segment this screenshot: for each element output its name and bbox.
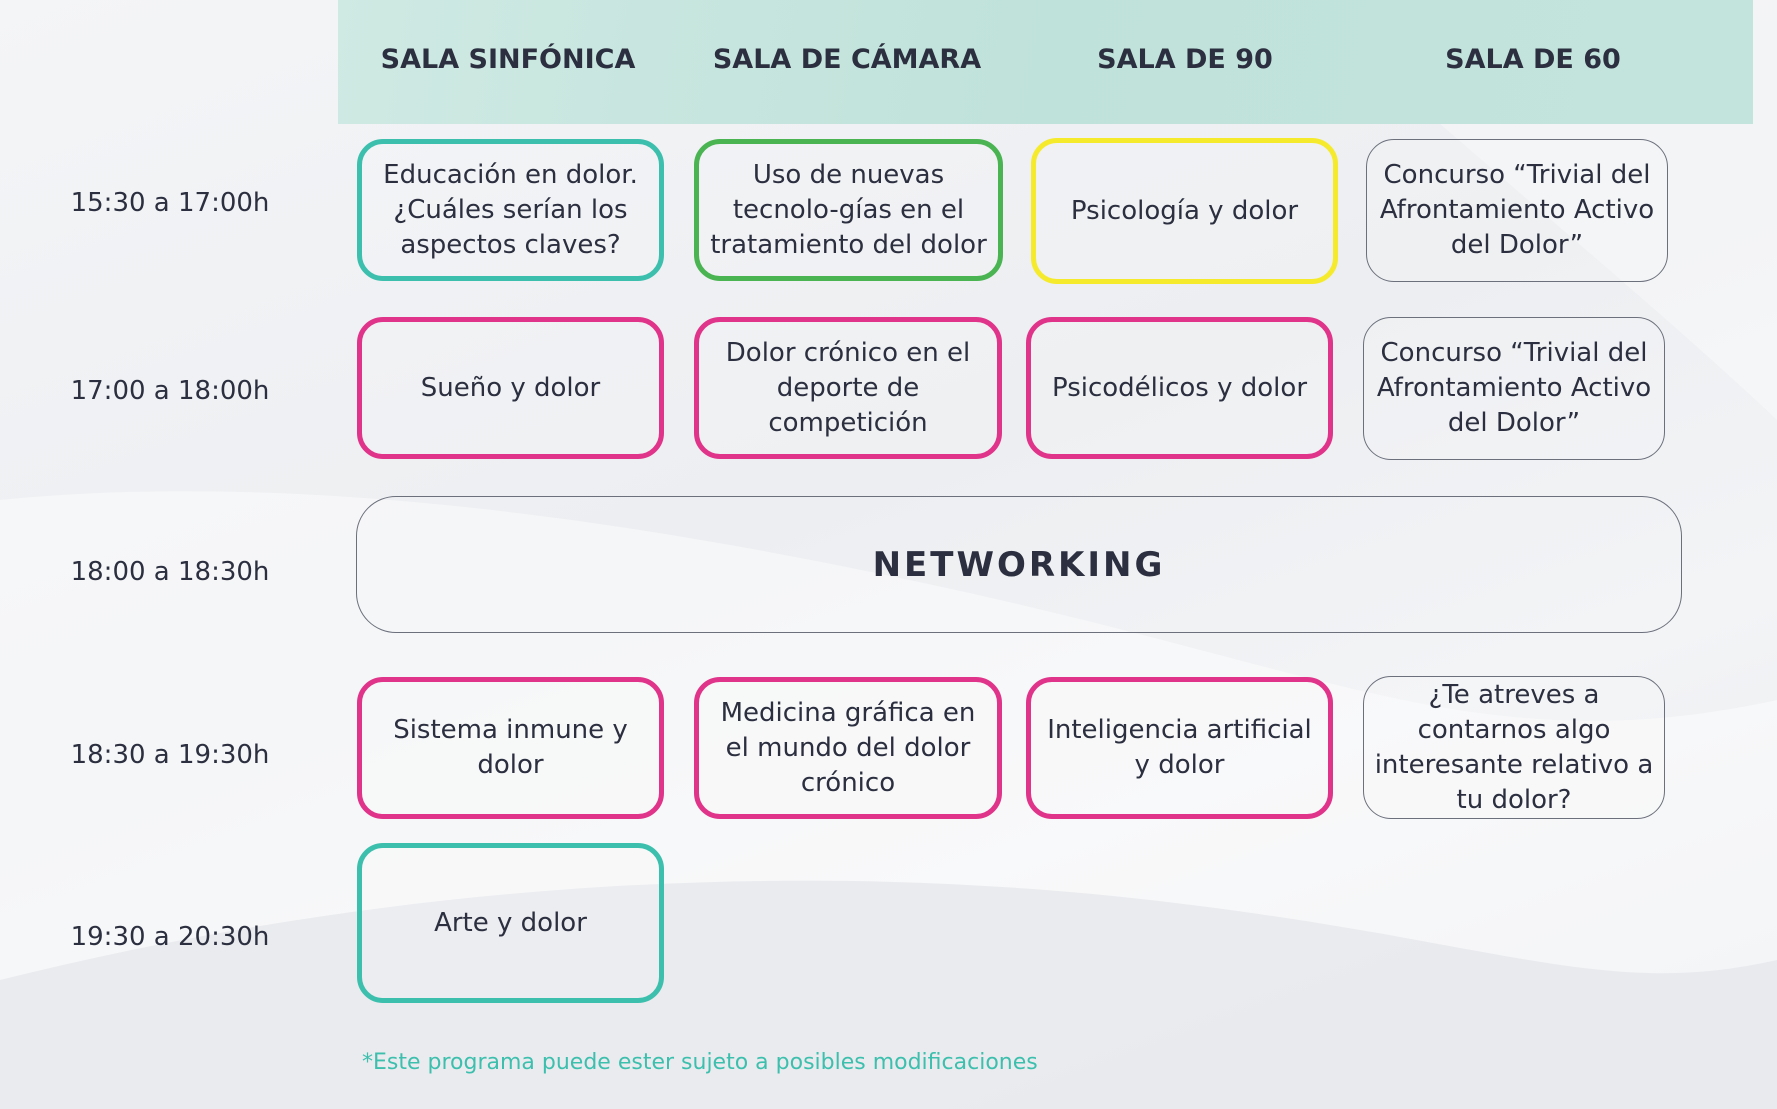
session-box: Dolor crónico en el deporte de competici… <box>694 317 1002 459</box>
session-box: Psicología y dolor <box>1031 138 1338 284</box>
session-box: ¿Te atreves a contarnos algo interesante… <box>1363 676 1665 819</box>
networking-label: NETWORKING <box>872 544 1166 585</box>
time-slot-5: 19:30 a 20:30h <box>70 922 270 952</box>
session-box: Sueño y dolor <box>357 317 664 459</box>
footnote: *Este programa puede ester sujeto a posi… <box>362 1050 1038 1075</box>
session-title: Sistema inmune y dolor <box>393 715 628 780</box>
session-box: Sistema inmune y dolor <box>357 677 664 819</box>
session-title: Sueño y dolor <box>420 372 601 403</box>
session-title: Uso de nuevas tecnolo-gías en el tratami… <box>710 159 987 260</box>
session-title: Arte y dolor <box>434 907 587 938</box>
session-box: Concurso “Trivial del Afrontamiento Acti… <box>1366 139 1668 282</box>
networking-box: NETWORKING <box>356 496 1682 633</box>
room-header-camara: SALA DE CÁMARA <box>712 44 982 75</box>
session-title: Medicina gráfica en el mundo del dolor c… <box>720 697 976 798</box>
session-box: Educación en dolor. ¿Cuáles serían los a… <box>357 139 664 281</box>
time-slot-1: 15:30 a 17:00h <box>70 188 270 218</box>
header-band <box>338 0 1753 124</box>
session-box: Concurso “Trivial del Afrontamiento Acti… <box>1363 317 1665 460</box>
session-title: Psicología y dolor <box>1070 195 1299 226</box>
time-slot-2: 17:00 a 18:00h <box>70 376 270 406</box>
session-box: Inteligencia artificial y dolor <box>1026 677 1333 819</box>
session-title: Educación en dolor. ¿Cuáles serían los a… <box>383 159 638 260</box>
session-title: Concurso “Trivial del Afrontamiento Acti… <box>1379 160 1655 260</box>
session-title: Inteligencia artificial y dolor <box>1047 715 1312 780</box>
session-title: Concurso “Trivial del Afrontamiento Acti… <box>1376 338 1652 438</box>
session-box: Psicodélicos y dolor <box>1026 317 1333 459</box>
room-header-60: SALA DE 60 <box>1445 44 1621 75</box>
time-slot-4: 18:30 a 19:30h <box>70 740 270 770</box>
session-box: Medicina gráfica en el mundo del dolor c… <box>694 677 1002 819</box>
session-title: Psicodélicos y dolor <box>1051 372 1308 403</box>
session-box: Arte y dolor <box>357 843 664 1003</box>
session-title: ¿Te atreves a contarnos algo interesante… <box>1374 679 1654 815</box>
room-header-sinfonica: SALA SINFÓNICA <box>380 44 636 75</box>
session-box: Uso de nuevas tecnolo-gías en el tratami… <box>694 139 1003 281</box>
time-slot-3: 18:00 a 18:30h <box>70 557 270 587</box>
session-title: Dolor crónico en el deporte de competici… <box>725 337 971 438</box>
room-header-90: SALA DE 90 <box>1097 44 1273 75</box>
